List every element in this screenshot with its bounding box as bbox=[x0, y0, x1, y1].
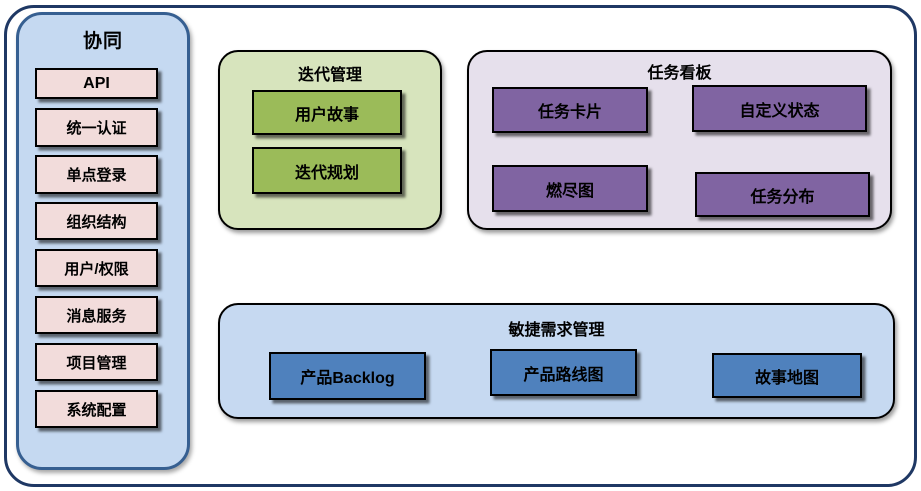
sidebar-box-unified-auth: 统一认证 bbox=[35, 108, 158, 147]
story-map-box: 故事地图 bbox=[712, 353, 862, 398]
sidebar-collaboration-panel: 协同 API 统一认证 单点登录 组织结构 用户/权限 消息服务 项目管理 系统… bbox=[16, 12, 190, 470]
group-iteration-management: 迭代管理 用户故事 迭代规划 bbox=[218, 50, 442, 230]
custom-status-box: 自定义状态 bbox=[692, 85, 867, 132]
sidebar-box-message-service: 消息服务 bbox=[35, 296, 158, 334]
task-distribution-box: 任务分布 bbox=[695, 172, 870, 217]
sidebar-box-user-permission: 用户/权限 bbox=[35, 249, 158, 287]
sidebar-box-org-structure: 组织结构 bbox=[35, 202, 158, 240]
sidebar-box-sso: 单点登录 bbox=[35, 155, 158, 194]
group-kanban-title: 任务看板 bbox=[647, 65, 712, 82]
sidebar-box-api: API bbox=[35, 68, 158, 99]
sidebar-title: 协同 bbox=[82, 31, 123, 52]
sidebar-box-system-config: 系统配置 bbox=[35, 390, 158, 428]
user-story-box: 用户故事 bbox=[252, 90, 402, 135]
sidebar-box-project-mgmt: 项目管理 bbox=[35, 343, 158, 381]
group-agile-title: 敏捷需求管理 bbox=[508, 322, 605, 339]
task-card-box: 任务卡片 bbox=[492, 87, 648, 133]
burndown-chart-box: 燃尽图 bbox=[492, 165, 648, 212]
iteration-planning-box: 迭代规划 bbox=[252, 147, 402, 194]
product-roadmap-box: 产品路线图 bbox=[490, 349, 637, 396]
group-iteration-title: 迭代管理 bbox=[297, 67, 362, 84]
group-task-board: 任务看板 任务卡片 自定义状态 燃尽图 任务分布 bbox=[467, 50, 892, 230]
group-agile-requirements: 敏捷需求管理 产品Backlog 产品路线图 故事地图 bbox=[218, 303, 895, 419]
product-backlog-box: 产品Backlog bbox=[269, 352, 426, 400]
